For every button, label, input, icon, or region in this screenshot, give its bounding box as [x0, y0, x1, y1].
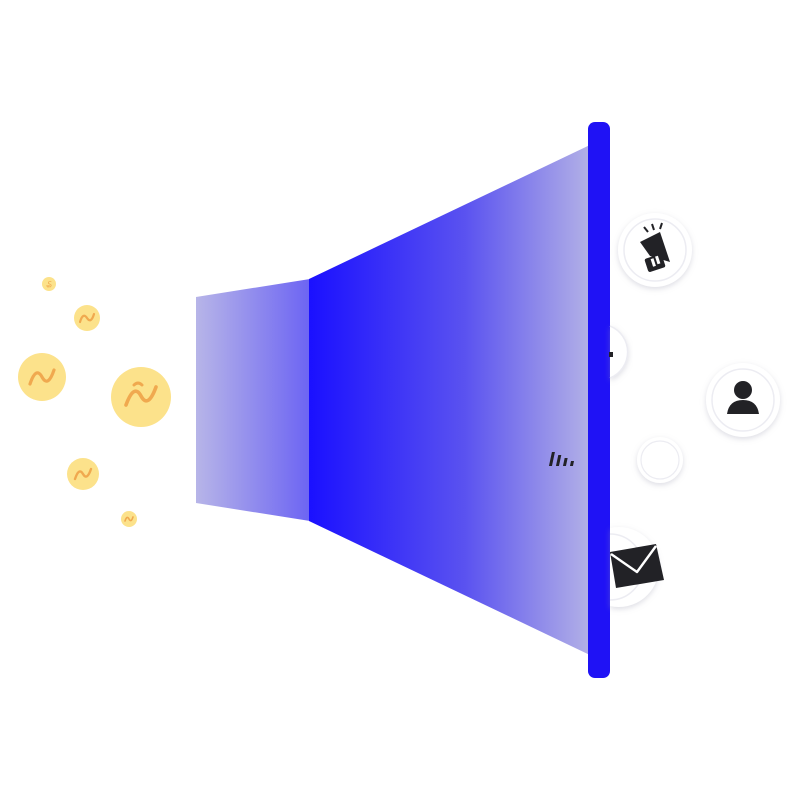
user-icon	[727, 381, 759, 414]
coin-large-left	[18, 353, 66, 401]
funnel-neck	[196, 279, 310, 521]
coin-tiny-top: ₷	[42, 277, 56, 291]
user-badge	[706, 363, 780, 437]
funnel-rim-bar	[588, 122, 610, 678]
badges-group	[548, 213, 780, 607]
megaphone-badge	[618, 213, 692, 287]
megaphone-icon	[640, 222, 670, 272]
coins-group: ₷	[18, 277, 171, 527]
coin-small-lower	[67, 458, 99, 490]
partial-badge	[609, 325, 629, 379]
funnel	[196, 122, 610, 678]
funnel-body	[309, 144, 592, 656]
email-badge	[609, 527, 664, 607]
chart-badge	[548, 437, 683, 483]
bar-chart-icon	[548, 452, 575, 466]
envelope-icon	[610, 544, 664, 588]
coin-tiny-bottom	[121, 511, 137, 527]
svg-text:₷: ₷	[46, 280, 52, 289]
partial-icon	[609, 352, 613, 357]
coin-large-right	[111, 367, 171, 427]
coin-small-upper	[74, 305, 100, 331]
